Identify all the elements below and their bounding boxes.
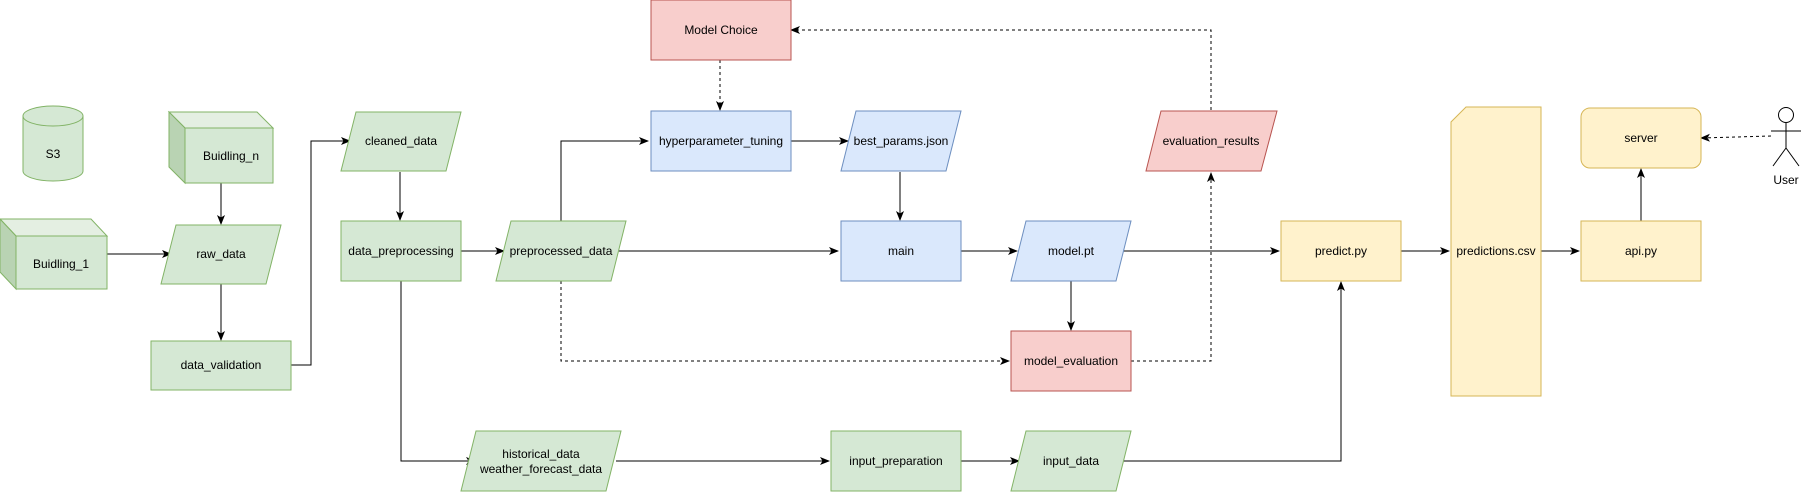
best-params-label: best_params.json — [854, 134, 949, 148]
model-pt-label: model.pt — [1048, 244, 1095, 258]
edge-preprocessing-to-historical — [400, 281, 476, 465]
edge-inputdata-to-predict — [1121, 281, 1345, 462]
cleaned-data-node: cleaned_data — [340, 111, 462, 172]
edge-preprocessed-to-evaluation — [560, 281, 1010, 365]
user-head — [1778, 107, 1794, 123]
edge-results-to-modelchoice — [790, 26, 1212, 110]
weather-forecast-data-label: weather_forecast_data — [479, 462, 602, 476]
edge-preprocessed-to-hyperparameter — [560, 137, 649, 221]
historical-data-label: historical_data — [502, 447, 580, 461]
best-params-node: best_params.json — [840, 110, 962, 172]
api-py-label: api.py — [1625, 244, 1657, 258]
raw-data-node: raw_data — [160, 224, 282, 285]
cleaned-data-label: cleaned_data — [365, 134, 437, 148]
predict-py-node: predict.py — [1280, 220, 1402, 282]
input-data-label: input_data — [1043, 454, 1099, 468]
predictions-csv-label: predictions.csv — [1456, 244, 1535, 258]
api-py-node: api.py — [1580, 220, 1702, 282]
buidling-1-cube: Buidling_1 — [0, 218, 109, 291]
main-node: main — [840, 220, 962, 282]
server-label: server — [1624, 131, 1657, 145]
model-choice-node: Model Choice — [650, 0, 792, 61]
preprocessed-data-node: preprocessed_data — [495, 220, 627, 282]
edge-evaluation-to-results — [1131, 172, 1215, 362]
input-preparation-label: input_preparation — [849, 454, 942, 468]
s3-label: S3 — [46, 147, 61, 161]
evaluation-results-label: evaluation_results — [1163, 134, 1260, 148]
edge-validation-to-cleaned — [291, 137, 351, 366]
hyperparameter-tuning-label: hyperparameter_tuning — [659, 134, 783, 148]
user-label: User — [1773, 173, 1798, 187]
model-pt-node: model.pt — [1010, 220, 1132, 282]
server-node: server — [1580, 107, 1702, 169]
historical-weather-data-node: historical_data weather_forecast_data — [460, 430, 622, 492]
input-preparation-node: input_preparation — [830, 430, 962, 492]
data-validation-label: data_validation — [181, 358, 262, 372]
edges — [106, 26, 1772, 465]
user-actor — [1771, 107, 1801, 167]
predict-py-label: predict.py — [1315, 244, 1367, 258]
input-data-node: input_data — [1010, 430, 1132, 492]
data-validation-node: data_validation — [150, 340, 292, 391]
edge-user-to-server — [1700, 133, 1772, 142]
preprocessed-data-label: preprocessed_data — [510, 244, 613, 258]
buidling-1-label: Buidling_1 — [33, 257, 89, 271]
model-evaluation-node: model_evaluation — [1010, 330, 1132, 392]
model-choice-label: Model Choice — [684, 23, 758, 37]
buidling-n-label: Buidling_n — [203, 149, 259, 163]
evaluation-results-node: evaluation_results — [1145, 110, 1278, 172]
data-preprocessing-node: data_preprocessing — [340, 220, 462, 282]
model-evaluation-label: model_evaluation — [1024, 354, 1118, 368]
s3-cylinder: S3 — [22, 105, 84, 182]
hyperparameter-tuning-node: hyperparameter_tuning — [650, 110, 792, 172]
data-preprocessing-label: data_preprocessing — [348, 244, 453, 258]
predictions-csv-node: predictions.csv — [1450, 106, 1542, 397]
buidling-n-cube: Buidling_n — [167, 110, 275, 185]
main-label: main — [888, 244, 914, 258]
raw-data-label: raw_data — [196, 247, 246, 261]
